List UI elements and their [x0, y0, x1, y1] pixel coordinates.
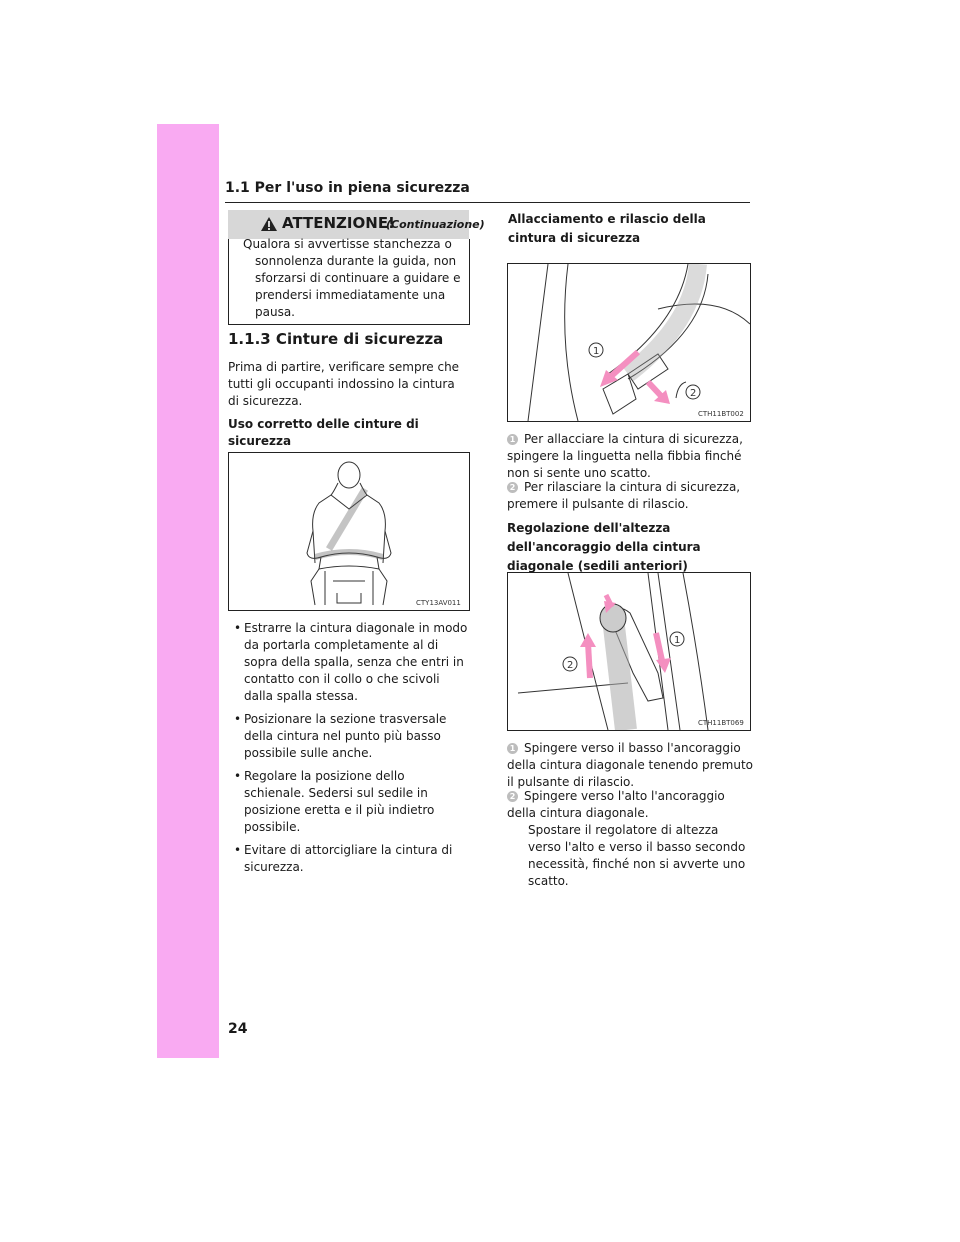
- figure3-code: CTH11BT069: [698, 719, 744, 727]
- heading-fasten-release: Allacciamento e rilascio della cintura d…: [508, 212, 706, 245]
- step-anchor-note: Spostare il regolatore di altezza verso …: [528, 823, 746, 888]
- figure-anchor: 1 2 CTH11BT069: [507, 572, 751, 732]
- step-anchor-up-text: Spingere verso l'alto l'ancoraggio della…: [507, 789, 725, 820]
- warning-label: ATTENZIONE!: [282, 214, 395, 232]
- bullet-item: Estrarre la cintura diagonale in modo da…: [228, 620, 468, 705]
- step-release-text: Per rilasciare la cintura di sicurezza, …: [507, 480, 741, 511]
- sidebar-band: [157, 124, 219, 1058]
- step-number-badge: 2: [507, 791, 518, 802]
- step-fasten-text: Per allacciare la cintura di sicurezza, …: [507, 432, 743, 480]
- warning-box: [228, 239, 470, 325]
- warning-header: ATTENZIONE! (Continuazione): [228, 210, 485, 239]
- bullet-item: Regolare la posizione dello schienale. S…: [228, 768, 468, 836]
- warning-continuation: (Continuazione): [386, 218, 485, 231]
- bullet-item: Posizionare la sezione trasversale della…: [228, 711, 468, 762]
- svg-text:1: 1: [593, 346, 599, 357]
- step-anchor-down-text: Spingere verso il basso l'ancoraggio del…: [507, 741, 754, 789]
- step-number-badge: 2: [507, 482, 518, 493]
- bullet-list: Estrarre la cintura diagonale in modo da…: [228, 620, 468, 882]
- seated-occupant-illustration: [306, 461, 392, 606]
- figure1-code: CTY13AV011: [416, 599, 461, 607]
- figure-buckle: 1 2 CTH11BT002: [507, 262, 751, 422]
- step-number-badge: 1: [507, 743, 518, 754]
- figure2-code: CTH11BT002: [698, 410, 744, 418]
- svg-text:2: 2: [690, 388, 696, 399]
- figure-seated-occupant: CTY13AV011: [228, 452, 470, 611]
- svg-text:2: 2: [567, 660, 573, 671]
- svg-text:1: 1: [674, 635, 680, 646]
- header-title: 1.1 Per l'uso in piena sicurezza: [225, 180, 470, 196]
- page-number: 24: [228, 1021, 248, 1037]
- heading-anchor-adjust: Regolazione dell'altezza dell'ancoraggio…: [507, 521, 701, 573]
- bullet-item: Evitare di attorcigliare la cintura di s…: [228, 842, 468, 876]
- warning-text: Qualora si avvertisse stanchezza o sonno…: [243, 237, 461, 319]
- section-intro: Prima di partire, verificare sempre che …: [228, 360, 460, 408]
- step-number-badge: 1: [507, 434, 518, 445]
- warning-icon: [261, 217, 277, 231]
- buckle-illustration: 1 2: [527, 262, 751, 422]
- anchor-illustration: 1 2: [517, 572, 709, 732]
- section-title: 1.1.3 Cinture di sicurezza: [228, 330, 444, 348]
- page-header: 1.1 Per l'uso in piena sicurezza: [225, 180, 750, 203]
- section-subheading: Uso corretto delle cinture di sicurezza: [228, 417, 419, 448]
